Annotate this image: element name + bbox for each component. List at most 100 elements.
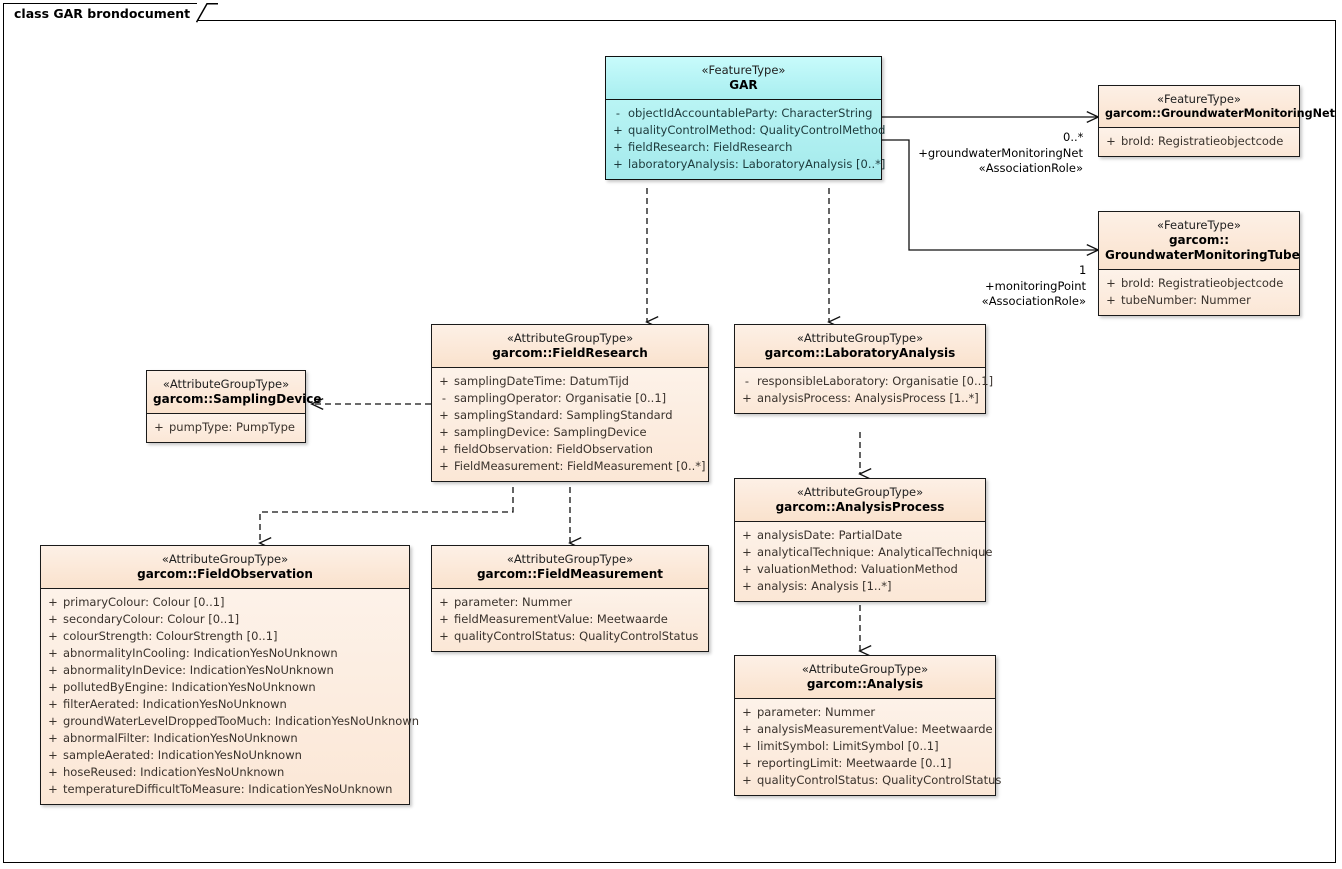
class-field-observation-attributes: + primaryColour: Colour [0..1] + seconda…	[41, 589, 419, 805]
attribute-text: broId: Registratieobjectcode	[1121, 134, 1284, 149]
attribute-row: + analyticalTechnique: AnalyticalTechniq…	[737, 544, 992, 561]
class-sampling-device[interactable]: «AttributeGroupType» garcom::SamplingDev…	[146, 370, 322, 444]
attribute-visibility: +	[613, 140, 623, 155]
attribute-text: tubeNumber: Nummer	[1121, 293, 1251, 308]
diagram-title: class GAR brondocument	[14, 6, 191, 21]
class-laboratory-analysis-attributes: - responsibleLaboratory: Organisatie [0.…	[735, 368, 993, 414]
attribute-text: samplingDateTime: DatumTijd	[454, 374, 629, 389]
attribute-row: + fieldObservation: FieldObservation	[434, 441, 706, 458]
attribute-row: + pollutedByEngine: IndicationYesNoUnkno…	[43, 679, 407, 696]
multiplicity-gar-to-tube: 1	[1079, 263, 1087, 277]
attribute-text: sampleAerated: IndicationYesNoUnknown	[63, 748, 302, 763]
attribute-visibility: -	[744, 374, 750, 389]
diagram-frame	[3, 20, 1336, 863]
class-field-measurement[interactable]: «AttributeGroupType» garcom::FieldMeasur…	[431, 545, 709, 653]
multiplicity-gar-to-net: 0..*	[1063, 130, 1084, 144]
class-field-measurement-name: garcom::FieldMeasurement	[476, 566, 664, 581]
attribute-visibility: +	[48, 595, 58, 610]
edge-label-gar-to-tube: +monitoringPoint «AssociationRole»	[818, 279, 1086, 310]
class-laboratory-analysis-name: garcom::LaboratoryAnalysis	[764, 345, 956, 360]
attribute-text: limitSymbol: LimitSymbol [0..1]	[757, 739, 939, 754]
attribute-row: + parameter: Nummer	[737, 704, 993, 721]
attribute-text: fieldObservation: FieldObservation	[454, 442, 653, 457]
attribute-row: + broId: Registratieobjectcode	[1101, 275, 1297, 292]
class-analysis-stereotype: «AttributeGroupType»	[801, 662, 929, 676]
class-laboratory-analysis-stereotype: «AttributeGroupType»	[796, 331, 924, 345]
edge-role-gar-to-tube: +monitoringPoint	[985, 279, 1086, 293]
attribute-text: parameter: Nummer	[757, 705, 876, 720]
attribute-row: + sampleAerated: IndicationYesNoUnknown	[43, 747, 407, 764]
class-analysis-process[interactable]: «AttributeGroupType» garcom::AnalysisPro…	[734, 478, 992, 603]
attribute-visibility: +	[742, 722, 752, 737]
edge-role-gar-to-net: +groundwaterMonitoringNet	[918, 146, 1083, 160]
attribute-text: pumpType: PumpType	[169, 420, 295, 435]
attribute-visibility: +	[613, 157, 623, 172]
class-gar-header: «FeatureType» GAR	[606, 57, 881, 101]
attribute-visibility: +	[439, 629, 449, 644]
attribute-text: qualityControlStatus: QualityControlStat…	[454, 629, 699, 644]
attribute-visibility: +	[1106, 293, 1116, 308]
class-groundwater-monitoring-net[interactable]: «FeatureType» garcom::GroundwaterMonitor…	[1098, 85, 1335, 158]
attribute-row: + hoseReused: IndicationYesNoUnknown	[43, 764, 407, 781]
edge-stereotype-gar-to-tube: «AssociationRole»	[981, 294, 1086, 309]
class-analysis-process-header: «AttributeGroupType» garcom::AnalysisPro…	[735, 479, 985, 523]
attribute-row: + qualityControlStatus: QualityControlSt…	[434, 628, 706, 645]
attribute-row: + samplingDateTime: DatumTijd	[434, 373, 706, 390]
class-field-observation[interactable]: «AttributeGroupType» garcom::FieldObserv…	[40, 545, 419, 806]
attribute-text: samplingDevice: SamplingDevice	[454, 425, 647, 440]
attribute-visibility: +	[48, 765, 58, 780]
attribute-visibility: +	[742, 545, 752, 560]
attribute-row: + analysisDate: PartialDate	[737, 527, 983, 544]
attribute-visibility: -	[615, 106, 621, 121]
attribute-visibility: +	[439, 408, 449, 423]
attribute-row: + fieldMeasurementValue: Meetwaarde	[434, 611, 706, 628]
class-groundwater-monitoring-tube[interactable]: «FeatureType» garcom:: GroundwaterMonito…	[1098, 211, 1300, 317]
attribute-row: + temperatureDifficultToMeasure: Indicat…	[43, 781, 407, 798]
attribute-text: filterAerated: IndicationYesNoUnknown	[63, 697, 287, 712]
attribute-row: + colourStrength: ColourStrength [0..1]	[43, 628, 407, 645]
attribute-visibility: +	[439, 442, 449, 457]
attribute-text: samplingStandard: SamplingStandard	[454, 408, 673, 423]
class-laboratory-analysis[interactable]: «AttributeGroupType» garcom::LaboratoryA…	[734, 324, 993, 415]
attribute-text: analyticalTechnique: AnalyticalTechnique	[757, 545, 993, 560]
attribute-visibility: +	[48, 680, 58, 695]
attribute-text: abnormalityInDevice: IndicationYesNoUnkn…	[63, 663, 334, 678]
class-gar-stereotype: «FeatureType»	[701, 63, 786, 77]
attribute-row: + tubeNumber: Nummer	[1101, 292, 1297, 309]
attribute-row: - responsibleLaboratory: Organisatie [0.…	[737, 373, 993, 390]
class-analysis-attributes: + parameter: Nummer + analysisMeasuremen…	[735, 699, 1001, 796]
attribute-text: laboratoryAnalysis: LaboratoryAnalysis […	[628, 157, 886, 172]
attribute-row: + primaryColour: Colour [0..1]	[43, 594, 407, 611]
class-sampling-device-header: «AttributeGroupType» garcom::SamplingDev…	[147, 371, 322, 415]
attribute-text: objectIdAccountableParty: CharacterStrin…	[628, 106, 873, 121]
class-laboratory-analysis-header: «AttributeGroupType» garcom::LaboratoryA…	[735, 325, 985, 369]
class-field-research[interactable]: «AttributeGroupType» garcom::FieldResear…	[431, 324, 709, 483]
attribute-text: primaryColour: Colour [0..1]	[63, 595, 225, 610]
attribute-visibility: +	[439, 595, 449, 610]
attribute-visibility: +	[48, 697, 58, 712]
attribute-text: responsibleLaboratory: Organisatie [0..1…	[757, 374, 994, 389]
attribute-text: pollutedByEngine: IndicationYesNoUnknown	[63, 680, 316, 695]
class-field-observation-stereotype: «AttributeGroupType»	[161, 552, 289, 566]
attribute-visibility: +	[48, 663, 58, 678]
class-groundwater-monitoring-tube-name-line1: garcom::	[1168, 232, 1230, 247]
class-gar[interactable]: «FeatureType» GAR - objectIdAccountableP…	[605, 56, 886, 181]
attribute-text: reportingLimit: Meetwaarde [0..1]	[757, 756, 952, 771]
attribute-text: hoseReused: IndicationYesNoUnknown	[63, 765, 285, 780]
attribute-text: valuationMethod: ValuationMethod	[757, 562, 958, 577]
attribute-row: + FieldMeasurement: FieldMeasurement [0.…	[434, 458, 706, 475]
class-field-observation-header: «AttributeGroupType» garcom::FieldObserv…	[41, 546, 409, 590]
class-sampling-device-stereotype: «AttributeGroupType»	[162, 377, 290, 391]
attribute-visibility: +	[154, 420, 164, 435]
class-analysis[interactable]: «AttributeGroupType» garcom::Analysis + …	[734, 655, 1001, 797]
attribute-row: + samplingStandard: SamplingStandard	[434, 407, 706, 424]
class-analysis-process-name: garcom::AnalysisProcess	[775, 499, 945, 514]
attribute-visibility: +	[1106, 276, 1116, 291]
attribute-row: + abnormalityInDevice: IndicationYesNoUn…	[43, 662, 407, 679]
attribute-row: + filterAerated: IndicationYesNoUnknown	[43, 696, 407, 713]
attribute-text: qualityControlStatus: QualityControlStat…	[757, 773, 1002, 788]
class-field-measurement-attributes: + parameter: Nummer + fieldMeasurementVa…	[432, 589, 708, 652]
diagram-title-tab[interactable]: class GAR brondocument	[3, 3, 197, 22]
attribute-visibility: +	[742, 528, 752, 543]
class-field-research-name: garcom::FieldResearch	[492, 345, 648, 360]
